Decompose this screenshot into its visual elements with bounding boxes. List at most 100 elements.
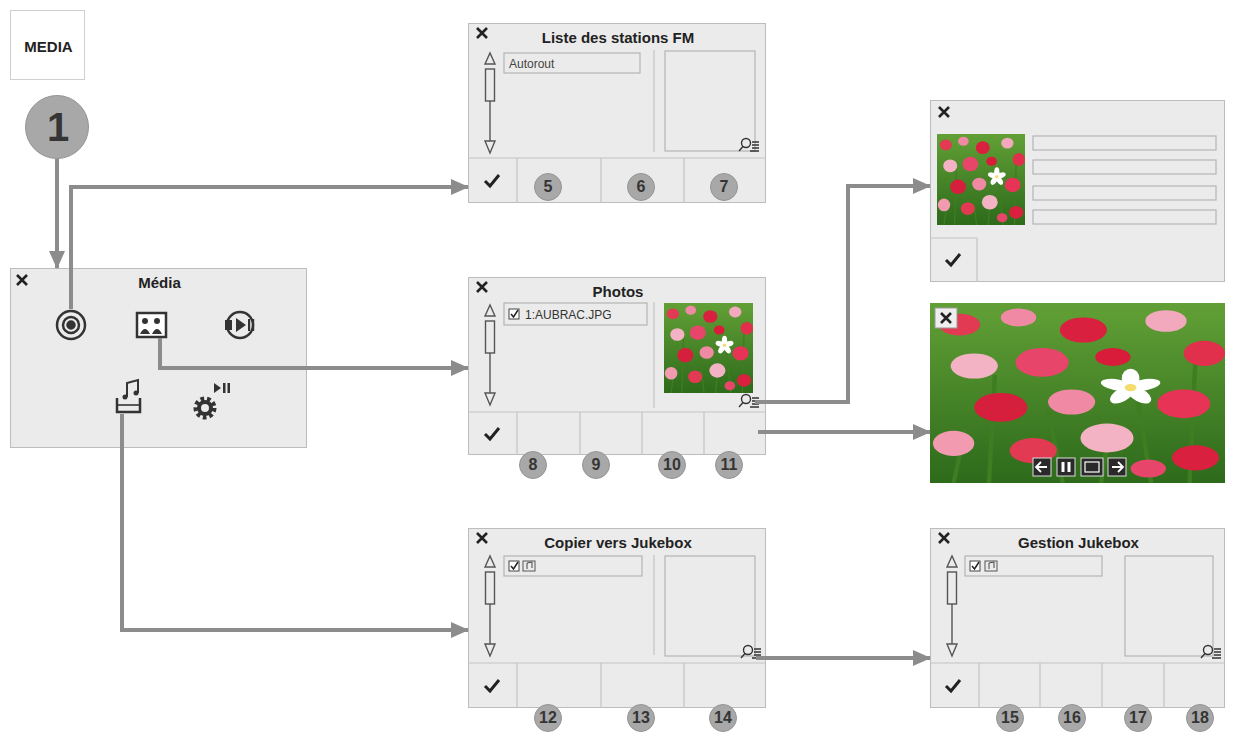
callout-number: 12 <box>534 704 562 732</box>
button-divider <box>516 158 517 203</box>
radio-icon <box>57 311 85 339</box>
file-name: 1:AUBRAC.JPG <box>525 307 645 323</box>
callout-number: 18 <box>1186 704 1214 732</box>
confirm-icon <box>946 254 960 265</box>
button-bar-line <box>468 662 766 663</box>
jukebox-icon <box>134 391 139 396</box>
scrollbar <box>485 305 495 405</box>
checkbox-icon <box>509 309 519 319</box>
callout-number: 8 <box>519 451 547 479</box>
callout-number: 13 <box>627 704 655 732</box>
button-bar-line <box>468 411 766 412</box>
copy-to-jukebox-screen: Copier vers Jukebox <box>468 528 766 708</box>
close-icon <box>939 533 949 543</box>
slideshow-controls <box>1033 458 1051 476</box>
info-field <box>1033 160 1216 174</box>
media-menu-screen: Média <box>10 268 307 448</box>
slideshow-controls <box>1033 458 1126 476</box>
step-number-text: 1 <box>26 104 90 150</box>
divider-line <box>653 555 654 655</box>
step-number: 1 <box>25 95 89 159</box>
divider-line <box>653 50 654 152</box>
button-bar-line <box>468 157 766 158</box>
button-divider <box>683 663 684 708</box>
preview-frame <box>1125 556 1213 656</box>
video-icon <box>248 319 250 331</box>
list-field <box>965 556 1102 576</box>
connector-layer <box>57 159 930 658</box>
callout-number: 9 <box>582 451 610 479</box>
jukebox-icon <box>127 380 138 397</box>
button-bar-line <box>930 237 977 238</box>
button-divider <box>1101 663 1102 708</box>
jukebox-management-parts <box>930 533 1225 708</box>
media-button: MEDIA <box>10 10 85 80</box>
screen-title: Photos <box>493 282 743 301</box>
button-divider <box>683 158 684 203</box>
button-divider <box>1039 663 1040 708</box>
preview-frame <box>665 51 755 151</box>
info-field <box>1033 186 1216 200</box>
button-divider <box>516 412 517 455</box>
confirm-icon <box>485 428 499 439</box>
divider-line <box>653 302 654 408</box>
flow-arrow <box>758 430 930 434</box>
close-icon <box>477 282 487 292</box>
close-icon <box>477 533 487 543</box>
callout-number: 17 <box>1124 704 1152 732</box>
slideshow-controls <box>1062 462 1065 472</box>
button-label: MEDIA <box>11 37 86 56</box>
scrollbar <box>947 556 957 656</box>
callout-number: 15 <box>996 704 1024 732</box>
button-divider <box>641 412 642 455</box>
photos-screen-parts <box>468 282 766 455</box>
video-icon <box>236 318 246 332</box>
info-field <box>1033 136 1216 150</box>
photo-fullscreen <box>930 303 1225 483</box>
button-divider <box>1163 663 1164 708</box>
video-icon <box>225 320 232 330</box>
photos-icon <box>142 318 148 324</box>
music-file-icon <box>985 561 997 571</box>
list-field <box>504 53 640 73</box>
settings-icon <box>228 383 231 393</box>
screen-title: Média <box>35 273 284 292</box>
music-file-icon <box>523 561 535 571</box>
slideshow-controls <box>1108 458 1126 476</box>
slideshow-controls <box>1068 462 1071 472</box>
radio-icon <box>68 322 75 329</box>
flow-arrow <box>71 187 468 309</box>
button-divider <box>579 412 580 455</box>
slideshow-controls <box>1112 462 1123 472</box>
photos-icon <box>152 329 162 334</box>
video-icon <box>225 312 254 338</box>
photos-icon <box>140 329 150 334</box>
list-item: Autorout <box>509 56 639 72</box>
settings-icon <box>203 406 207 410</box>
settings-icon <box>196 383 230 417</box>
close-icon <box>477 28 487 38</box>
magnifier-icon <box>739 139 759 152</box>
jukebox-icon <box>117 404 140 406</box>
callout-number: 16 <box>1058 704 1086 732</box>
settings-icon <box>196 399 214 417</box>
button-divider <box>600 158 601 203</box>
photo-thumbnail <box>664 303 753 393</box>
close-icon <box>17 275 27 285</box>
list-field <box>504 556 642 576</box>
fm-station-list-screen: Liste des stations FM Autorout <box>468 23 766 203</box>
screen-title: Gestion Jukebox <box>955 533 1202 552</box>
video-icon <box>227 312 253 338</box>
copy-jukebox-parts <box>468 533 766 708</box>
jukebox-icon <box>117 380 140 412</box>
flow-arrow <box>55 159 59 268</box>
scrollbar <box>485 556 495 656</box>
radio-icon <box>57 311 85 339</box>
screen-title: Liste des stations FM <box>493 28 743 47</box>
close-button <box>935 308 957 328</box>
list-field <box>504 303 647 325</box>
photos-icon <box>137 313 166 337</box>
fullscreen-photo-parts <box>930 303 1225 483</box>
